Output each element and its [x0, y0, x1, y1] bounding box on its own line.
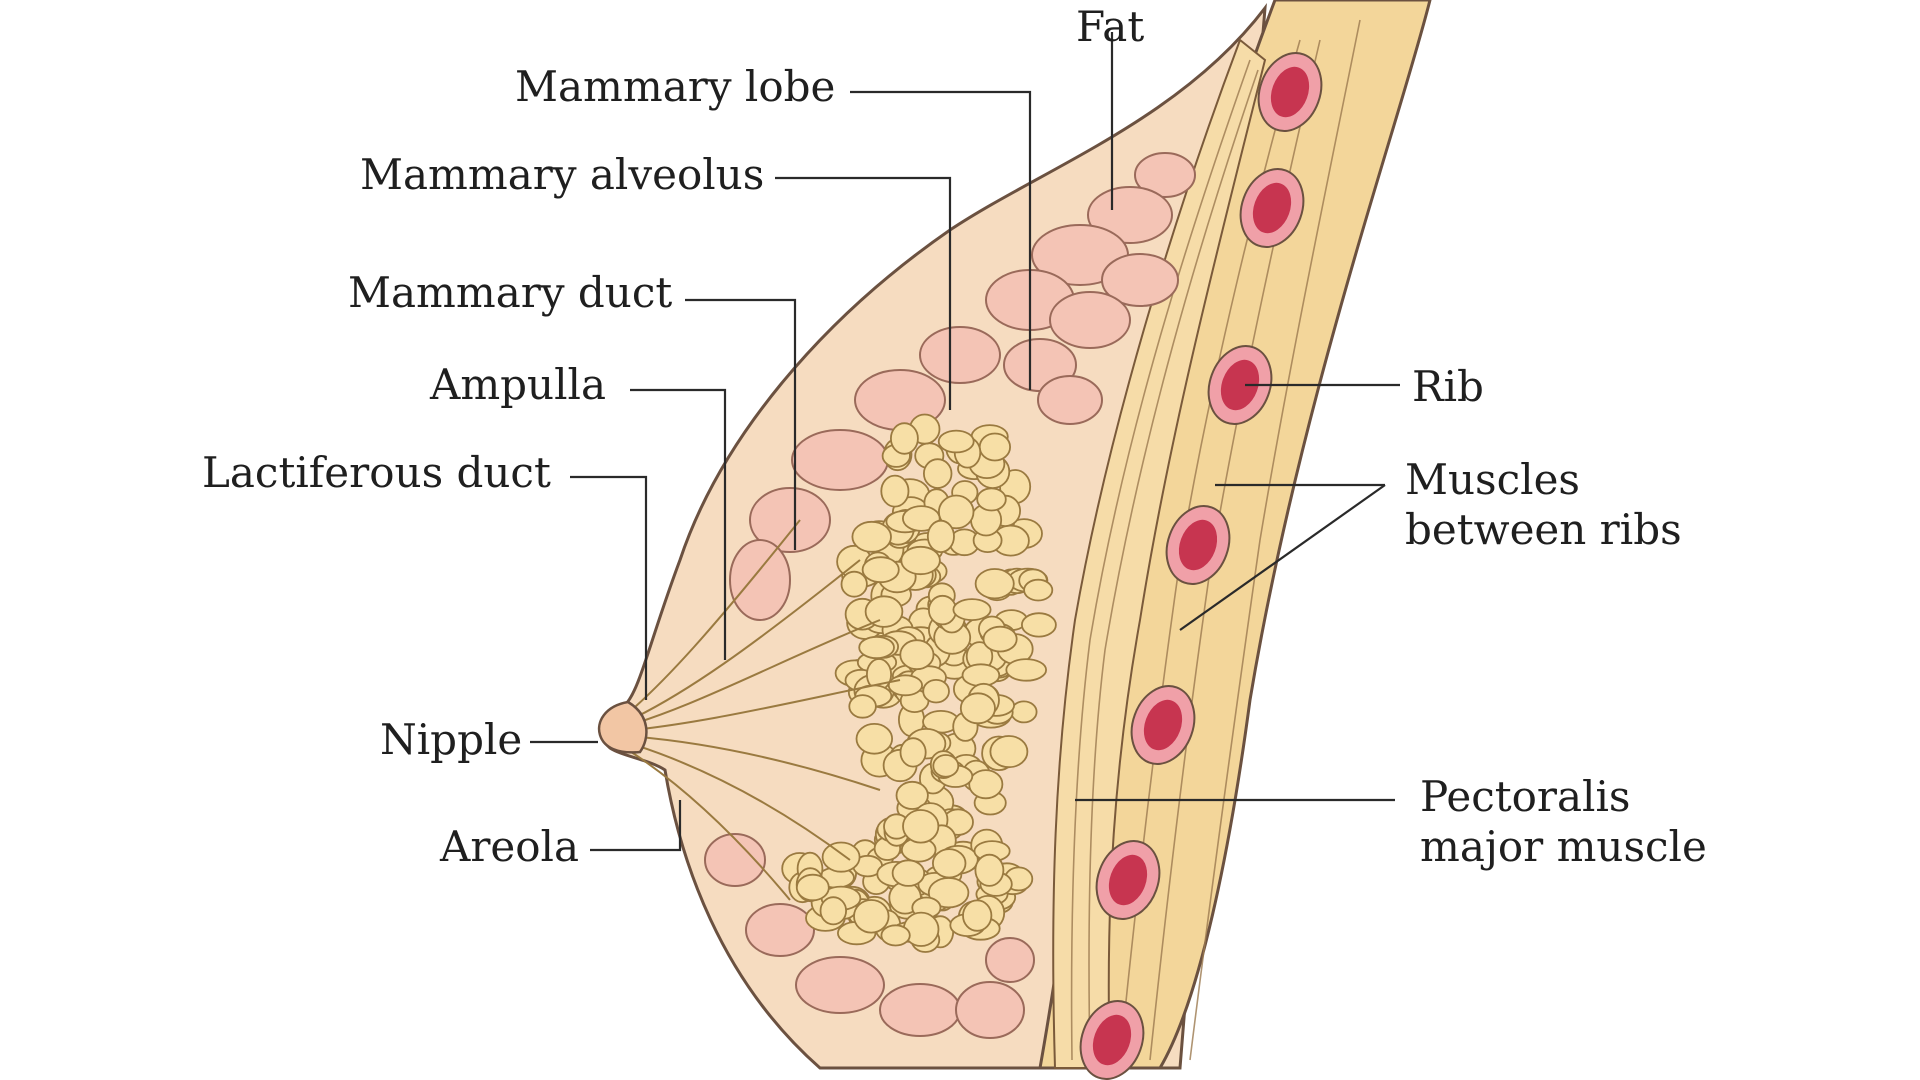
gland-lobule	[858, 635, 895, 660]
gland-lobule	[902, 809, 940, 844]
ribs	[1079, 52, 1323, 1080]
gland-lobule	[961, 663, 1001, 687]
gland-lobule	[861, 556, 900, 584]
gland-lobule	[890, 422, 919, 455]
label-ampulla: Ampulla	[430, 360, 606, 409]
gland-lobule	[932, 848, 967, 879]
label-muscles-between-ribs-line1: Muscles	[1405, 455, 1580, 504]
rib-marrow	[1143, 699, 1183, 751]
gland-lobule	[974, 568, 1015, 600]
gland-lobule	[968, 769, 1004, 800]
label-mammary-duct: Mammary duct	[348, 268, 673, 317]
gland-lobule	[989, 735, 1029, 769]
label-pectoralis-major-muscle: Pectoralis major muscle	[1420, 772, 1707, 873]
label-nipple: Nipple	[380, 715, 523, 764]
gland-lobule	[923, 458, 953, 489]
nipple	[597, 700, 648, 754]
label-pectoralis-line1: Pectoralis	[1420, 772, 1631, 821]
gland-lobule	[1023, 578, 1054, 602]
gland-lobule	[959, 692, 996, 725]
gland-lobule	[952, 598, 992, 621]
gland-lobule	[926, 519, 955, 554]
gland-lobule	[900, 545, 941, 576]
gland-lobule	[899, 737, 927, 768]
gland-lobule	[1021, 612, 1057, 638]
gland-lobule	[978, 432, 1012, 462]
gland-lobule	[819, 896, 848, 926]
label-lactiferous-duct: Lactiferous duct	[202, 448, 551, 497]
gland-lobule	[932, 754, 960, 778]
label-mammary-lobe: Mammary lobe	[515, 62, 836, 111]
gland-lobule	[887, 674, 924, 697]
gland-lobule	[974, 853, 1005, 887]
rib-marrow	[1270, 66, 1310, 118]
pectoralis-major-muscle	[1052, 38, 1267, 1069]
gland-lobule	[1005, 658, 1047, 682]
gland-lobule	[938, 494, 975, 530]
gland-lobule	[891, 859, 926, 887]
label-fat: Fat	[1076, 2, 1145, 51]
rib-marrow	[1178, 519, 1218, 571]
label-muscles-between-ribs: Muscles between ribs	[1405, 455, 1682, 556]
gland-lobule	[937, 429, 975, 454]
label-muscles-between-ribs-line2: between ribs	[1405, 505, 1682, 555]
gland-lobule	[928, 594, 958, 626]
rib-marrow	[1092, 1014, 1132, 1066]
gland-lobule	[795, 873, 830, 902]
gland-lobule	[853, 899, 890, 934]
gland-lobule	[840, 570, 868, 598]
rib-marrow	[1252, 182, 1292, 234]
gland-lobule	[1010, 700, 1038, 724]
rib-marrow	[1220, 359, 1260, 411]
label-pectoralis-line2: major muscle	[1420, 822, 1707, 872]
gland-lobule	[899, 639, 935, 671]
gland-lobule	[880, 474, 910, 508]
gland-lobule	[880, 924, 911, 947]
gland-lobule	[962, 899, 993, 932]
leader-lines	[530, 32, 1400, 852]
glandular-tissue	[781, 413, 1057, 953]
label-mammary-alveolus: Mammary alveolus	[360, 150, 765, 199]
label-areola: Areola	[440, 822, 580, 871]
gland-lobule	[851, 520, 892, 553]
gland-lobule	[976, 487, 1007, 512]
rib-marrow	[1108, 854, 1148, 906]
gland-lobule	[902, 911, 940, 947]
gland-lobule	[922, 679, 950, 704]
gland-lobule	[848, 694, 877, 719]
label-rib: Rib	[1412, 362, 1484, 411]
gland-lobule	[895, 780, 929, 810]
gland-lobule	[855, 722, 893, 755]
gland-lobule	[982, 625, 1018, 653]
gland-lobule	[864, 595, 904, 628]
gland-lobule	[821, 841, 861, 873]
